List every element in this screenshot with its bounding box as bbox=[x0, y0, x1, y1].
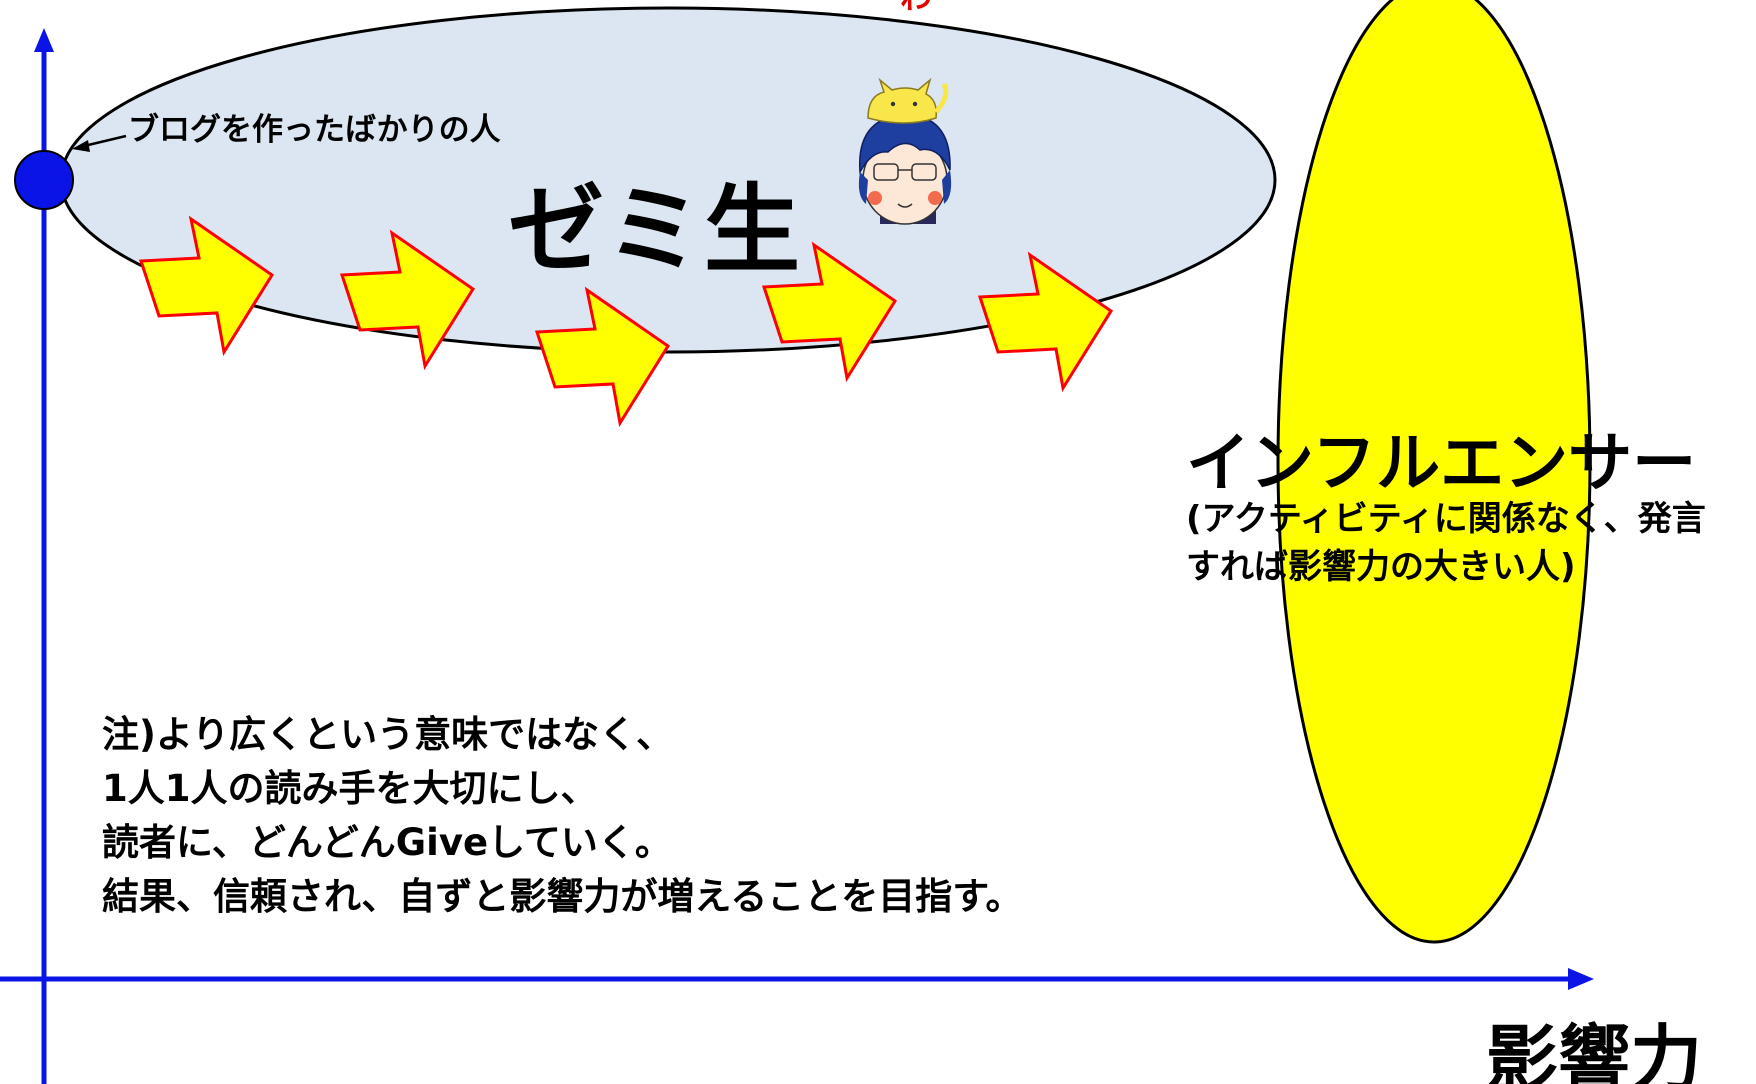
progress-arrow bbox=[339, 229, 476, 371]
cartoon-person-with-cat-icon bbox=[858, 77, 952, 225]
start-point-dot bbox=[14, 150, 74, 210]
note-line: 1人1人の読み手を大切にし、 bbox=[102, 767, 598, 810]
note-line: 読者に、どんどんGiveしていく。 bbox=[102, 821, 672, 864]
note-line: 注)より広くという意味ではなく、 bbox=[102, 713, 674, 756]
blog-pointer-arrow bbox=[72, 134, 127, 152]
x-axis-label: 影響力 bbox=[1486, 1017, 1703, 1084]
progress-arrow bbox=[138, 215, 275, 357]
influencer-description: (アクティビティに関係なく、発言 すれば影響力の大きい人) bbox=[1186, 495, 1706, 591]
influencer-title: インフルエンサー bbox=[1186, 427, 1697, 501]
influencer-description-line: すれば影響力の大きい人) bbox=[1186, 547, 1576, 587]
note-line: 結果、信頼され、自ずと影響力が増えることを目指す。 bbox=[102, 875, 1023, 918]
progress-arrow bbox=[761, 241, 898, 383]
influencer-description-line: (アクティビティに関係なく、発言 bbox=[1186, 499, 1706, 539]
influencer-ellipse bbox=[1276, 0, 1592, 944]
partial-top-text: わ bbox=[900, 0, 932, 18]
x-axis-arrowhead bbox=[1568, 968, 1594, 990]
progress-arrows bbox=[138, 215, 1114, 428]
note-text: 注)より広くという意味ではなく、 1人1人の読み手を大切にし、 読者に、どんどん… bbox=[102, 708, 1023, 924]
y-axis bbox=[34, 28, 54, 1084]
y-axis-arrowhead bbox=[34, 28, 54, 52]
blog-beginner-label: ブログを作ったばかりの人 bbox=[128, 112, 501, 148]
x-axis bbox=[0, 968, 1594, 990]
progress-arrow bbox=[977, 251, 1114, 393]
progress-arrow bbox=[534, 286, 671, 428]
zemi-label: ゼミ生 bbox=[508, 174, 802, 286]
